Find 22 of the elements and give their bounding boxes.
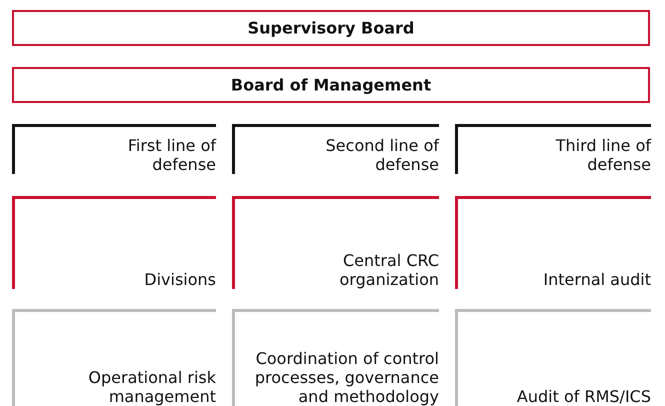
unit-label: Audit of RMS/ICS <box>516 387 651 406</box>
unit-label: Operational risk management <box>87 368 216 406</box>
task-bracket <box>12 309 216 406</box>
unit-bracket <box>232 196 439 289</box>
unit-label: Internal audit <box>543 270 651 289</box>
unit-label: Divisions <box>144 270 216 289</box>
task-bracket <box>232 309 439 406</box>
unit-label: Third line of defense <box>554 136 651 174</box>
unit-label: Central CRC organization <box>338 251 439 289</box>
board-box <box>12 67 650 103</box>
board-title: Board of Management <box>230 76 432 94</box>
line-header <box>455 124 651 174</box>
board-box <box>12 10 650 46</box>
unit-label: Coordination of control processes, governance and methodology <box>254 349 439 406</box>
unit-bracket <box>12 196 216 289</box>
line-header <box>12 124 216 174</box>
line-header <box>232 124 439 174</box>
task-bracket <box>455 309 651 406</box>
unit-label: Second line of defense <box>324 136 439 174</box>
board-title: Supervisory Board <box>246 18 416 38</box>
unit-label: First line of defense <box>126 136 216 174</box>
unit-bracket <box>455 196 651 289</box>
